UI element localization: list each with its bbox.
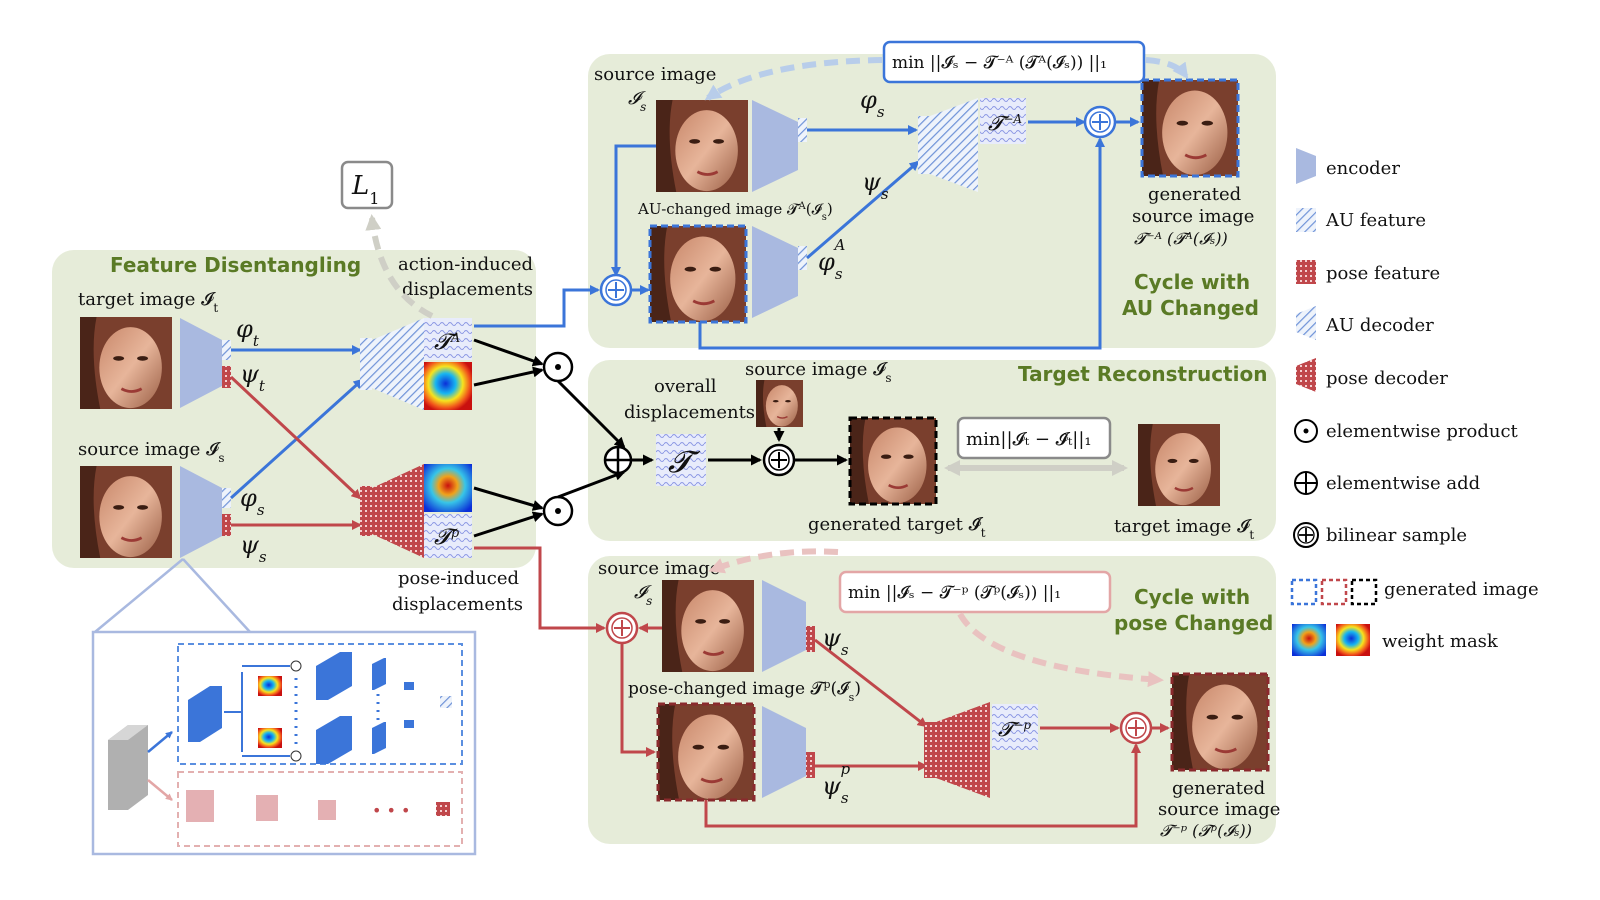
- legend-label: encoder: [1326, 158, 1400, 179]
- label-loss-target: min||𝓘ₜ − 𝓘̂ₜ||₁: [966, 429, 1092, 450]
- label-psi-s: ψs: [240, 531, 267, 566]
- label-action-induced-1: action-induced: [398, 254, 533, 275]
- weight-mask-icon: [1292, 624, 1370, 656]
- encoder-icon: [180, 466, 222, 558]
- legend-label: elementwise product: [1326, 421, 1519, 442]
- l1-box: [340, 160, 394, 210]
- encoder-icon: [1296, 148, 1316, 184]
- label-loss-pose: min ||𝓘ₛ − 𝓣⁻ᵖ (𝓣ᵖ(𝓘ₛ)) ||₁: [848, 583, 1061, 603]
- label-top-phi-s: φs: [860, 86, 885, 121]
- t-a-flow: [424, 318, 472, 360]
- t-p-flow: [424, 514, 472, 558]
- svg-text:• • •: • • •: [372, 801, 410, 820]
- t-inv-p-flow: [992, 704, 1038, 750]
- label-top-generated-3: 𝓣⁻ᴬ (𝓣ᴬ(𝓘ₛ)): [1134, 229, 1228, 248]
- encoder-icon: [762, 580, 806, 672]
- overall-flow: [656, 434, 706, 486]
- label-action-induced-2: displacements: [402, 279, 533, 300]
- label-bottom-source-1: source image: [598, 558, 720, 579]
- generated-target-image: [848, 416, 938, 506]
- legend-label: pose feature: [1326, 263, 1440, 284]
- au-feature-block: [222, 340, 231, 360]
- bottom-source-image: [660, 578, 756, 674]
- label-psi-t: ψt: [240, 360, 266, 395]
- label-top-generated-2: source image: [1132, 206, 1254, 227]
- t-inv-a-flow: [980, 98, 1026, 144]
- label-bottom-generated-3: 𝓣⁻ᵖ (𝓣ᵖ(𝓘ₛ)): [1160, 821, 1252, 840]
- legend-label: AU decoder: [1325, 315, 1434, 336]
- legend-label: pose decoder: [1326, 368, 1448, 389]
- encoder-icon: [752, 226, 798, 318]
- target-image-thumb: [78, 315, 174, 411]
- au-changed-image: [648, 224, 748, 324]
- top-generated-image: [1140, 78, 1240, 178]
- legend-label: weight mask: [1382, 631, 1499, 652]
- title-target-reconstruction: Target Reconstruction: [1018, 362, 1267, 386]
- pose-feature-block: [222, 514, 231, 536]
- loss-box-target: [956, 416, 1112, 460]
- pose-changed-image: [656, 702, 756, 802]
- label-target-image-mid: target image 𝓘t: [1114, 516, 1254, 542]
- title-cycle-au-line1: Cycle with: [1134, 270, 1250, 294]
- weight-mask-pose: [424, 464, 472, 512]
- generated-image-icon: [1290, 578, 1378, 606]
- au-decoder-icon: [1296, 306, 1316, 340]
- legend-label: generated image: [1384, 579, 1539, 600]
- encoder-icon: [180, 318, 222, 408]
- label-pose-changed: pose-changed image 𝓣p(𝓘s): [628, 678, 861, 704]
- label-source-image-mid: source image 𝓘s: [745, 359, 892, 385]
- title-feature-disentangling: Feature Disentangling: [110, 253, 361, 277]
- pose-decoder: [936, 702, 990, 798]
- panel-cycle-pose: [588, 556, 1276, 844]
- au-decoder: [372, 318, 424, 410]
- pose-feature-block: [222, 366, 231, 388]
- pose-decoder: [372, 464, 424, 558]
- label-bottom-generated-2: source image: [1158, 799, 1280, 820]
- legend-label: AU feature: [1325, 210, 1426, 231]
- au-feature-block: [222, 488, 231, 508]
- loss-box-pose: [838, 570, 1112, 614]
- bottom-generated-image: [1170, 672, 1270, 772]
- au-decoder: [930, 98, 978, 192]
- label-bottom-psi-s-p: ψsp: [822, 760, 851, 807]
- encoder-icon: [762, 706, 806, 798]
- source-image-thumb-mid: [755, 379, 804, 428]
- encoder-icon: [752, 100, 798, 192]
- top-source-image: [654, 98, 750, 194]
- label-l1: L1: [351, 171, 379, 208]
- label-bottom-psi-s: ψs: [822, 624, 849, 659]
- label-top-source-1: source image: [594, 64, 716, 85]
- legend-label: elementwise add: [1326, 473, 1480, 494]
- label-top-generated-1: generated: [1148, 184, 1241, 205]
- label-pose-induced-1: pose-induced: [398, 568, 519, 589]
- pose-feature-icon: [1296, 260, 1316, 284]
- title-cycle-pose-line1: Cycle with: [1134, 585, 1250, 609]
- label-phi-s: φs: [240, 484, 265, 519]
- label-overall-2: displacements: [624, 402, 755, 423]
- au-feature-icon: [1296, 208, 1316, 232]
- encoder-detail-inset: [91, 630, 477, 856]
- label-target-image: target image 𝓘t: [78, 289, 218, 315]
- label-phi-t: φt: [236, 315, 260, 350]
- label-loss-au: min ||𝓘ₛ − 𝓣⁻ᴬ (𝓣ᴬ(𝓘ₛ)) ||₁: [892, 53, 1107, 73]
- legend-label: bilinear sample: [1326, 525, 1467, 546]
- title-cycle-au-line2: AU Changed: [1122, 296, 1259, 320]
- pose-decoder-icon: [1296, 358, 1316, 392]
- label-t-p: 𝓣p: [434, 525, 460, 550]
- loss-box-au: [882, 40, 1146, 84]
- label-overall-1: overall: [654, 376, 717, 397]
- label-top-au-changed: AU-changed image 𝓣A(𝓘s): [637, 200, 833, 223]
- source-image-thumb-left: [78, 464, 174, 560]
- title-cycle-pose-line2: pose Changed: [1114, 611, 1273, 635]
- target-image-mid: [1136, 422, 1222, 508]
- weight-mask-au: [424, 362, 472, 410]
- label-generated-target: generated target 𝓘̂t: [808, 514, 986, 540]
- label-source-image-left: source image 𝓘s: [78, 439, 225, 465]
- legend: encoder AU feature pose feature AU decod…: [1290, 148, 1539, 656]
- label-top-phi-s-a: φsA: [818, 236, 846, 283]
- label-pose-induced-2: displacements: [392, 594, 523, 615]
- label-bottom-generated-1: generated: [1172, 778, 1265, 799]
- label-top-psi-s: ψs: [862, 168, 889, 203]
